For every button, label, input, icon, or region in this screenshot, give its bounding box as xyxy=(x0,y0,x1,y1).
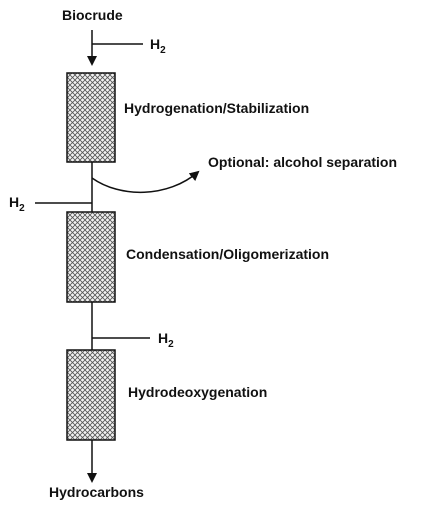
stage-label-hydrogenation: Hydrogenation/Stabilization xyxy=(124,100,309,116)
stage-label-hydrodeoxygenation: Hydrodeoxygenation xyxy=(128,384,267,400)
h2-label-3: H2 xyxy=(158,330,174,350)
biocrude-label: Biocrude xyxy=(62,7,123,23)
side-stream-label: Optional: alcohol separation xyxy=(208,154,397,170)
h2-label-2: H2 xyxy=(9,194,25,214)
alcohol-separation-arrow xyxy=(91,170,200,193)
h2-label-1: H2 xyxy=(150,36,166,56)
stage-box-condensation xyxy=(66,211,116,303)
stage-box-hydrodeoxygenation xyxy=(66,349,116,441)
stage-box-hydrogenation xyxy=(66,72,116,163)
stage-label-condensation: Condensation/Oligomerization xyxy=(126,246,329,262)
hydrocarbons-label: Hydrocarbons xyxy=(49,484,144,500)
